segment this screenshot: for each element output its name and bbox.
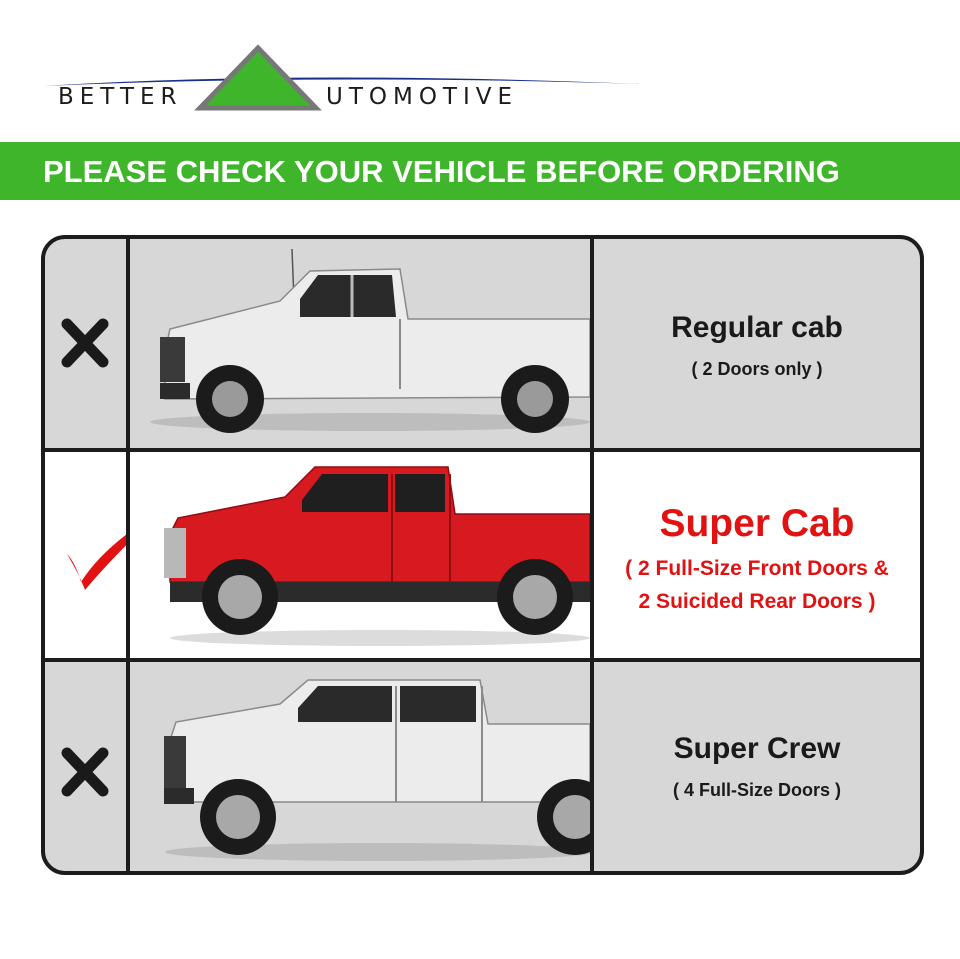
vehicle-image-super-crew (130, 662, 590, 871)
logo-text-left: BETTER (58, 84, 183, 110)
column-divider (590, 239, 594, 871)
banner-text: PLEASE CHECK YOUR VEHICLE BEFORE ORDERIN… (43, 154, 840, 189)
logo-text-right: UTOMOTIVE (326, 84, 519, 110)
row-divider (45, 658, 920, 662)
cab-title: Super Cab (659, 502, 855, 545)
cab-subtitle: ( 2 Doors only ) (691, 359, 823, 379)
row-regular-cab: Regular cab ( 2 Doors only ) (45, 239, 920, 448)
row-divider (45, 448, 920, 452)
description-cell: Regular cab ( 2 Doors only ) (594, 239, 920, 448)
status-cell (45, 239, 126, 448)
vehicle-image-super-cab (130, 452, 590, 658)
checkmark-icon (67, 534, 126, 590)
logo-swoosh-graphic (44, 44, 640, 111)
row-super-crew: Super Crew ( 4 Full-Size Doors ) (45, 662, 920, 871)
x-icon (61, 318, 109, 368)
cab-comparison-table: Regular cab ( 2 Doors only ) (41, 235, 924, 875)
notice-banner: PLEASE CHECK YOUR VEHICLE BEFORE ORDERIN… (0, 142, 960, 200)
status-cell (45, 662, 126, 871)
cab-subtitle-line2: 2 Suicided Rear Doors ) (638, 590, 876, 613)
vehicle-image-regular-cab (130, 239, 590, 448)
x-icon (61, 747, 109, 797)
cab-subtitle: ( 4 Full-Size Doors ) (672, 780, 841, 800)
column-divider (126, 239, 130, 871)
row-super-cab: Super Cab ( 2 Full-Size Front Doors & 2 … (45, 452, 920, 658)
truck-illustration-red-super-cab (130, 452, 590, 658)
cab-title: Regular cab (671, 311, 843, 344)
logo: BETTER UTOMOTIVE (0, 0, 960, 130)
truck-illustration-white-regular (130, 239, 590, 448)
cab-subtitle-line1: ( 2 Full-Size Front Doors & (625, 557, 889, 580)
truck-illustration-white-super-crew (130, 662, 590, 871)
description-cell: Super Crew ( 4 Full-Size Doors ) (594, 662, 920, 871)
status-cell (45, 452, 126, 658)
description-cell: Super Cab ( 2 Full-Size Front Doors & 2 … (594, 452, 920, 658)
cab-title: Super Crew (673, 732, 841, 765)
